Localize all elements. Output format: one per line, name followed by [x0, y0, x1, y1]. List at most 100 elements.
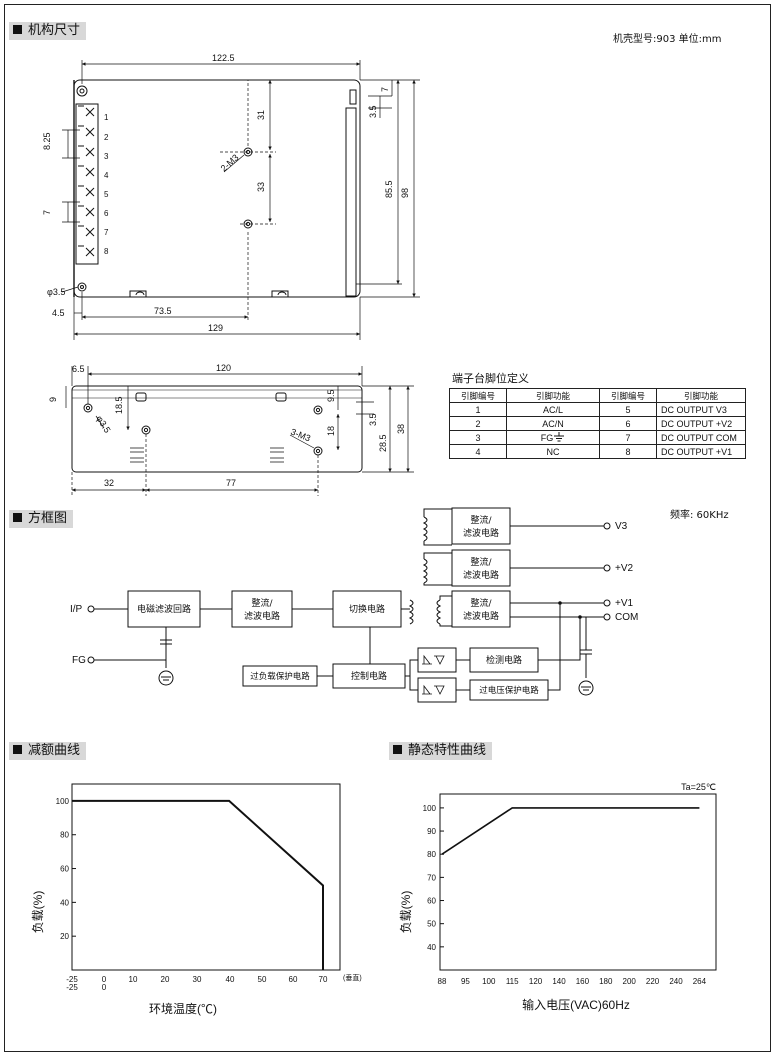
x-tick-label: 160: [576, 977, 590, 986]
dim-3-5-side: 3.5: [368, 413, 378, 426]
section-title-mechanical: 机构尺寸: [9, 22, 87, 40]
derating-plot-area: [71, 783, 341, 971]
x-tick-label: 30: [193, 975, 202, 984]
side-view: [65, 366, 414, 496]
x-tick-label: 140: [552, 977, 566, 986]
x-tick-label: 180: [599, 977, 613, 986]
dim-6-5: 6.5: [72, 364, 85, 374]
label-phi-3-5: φ3.5: [47, 287, 65, 297]
square-bullet-icon: [13, 745, 22, 754]
dim-85-5: 85.5: [384, 180, 394, 198]
dim-98: 98: [400, 188, 410, 198]
label-out-com: COM: [615, 612, 638, 623]
label-out-v2-line1: 整流/: [470, 556, 492, 568]
dim-4-5: 4.5: [52, 308, 65, 318]
x-tick-label: 0: [102, 975, 107, 984]
square-bullet-icon: [13, 25, 22, 34]
section-title-static: 静态特性曲线: [389, 742, 493, 760]
terminal-screws: [78, 105, 95, 257]
square-bullet-icon: [393, 745, 402, 754]
y-tick-label: 50: [427, 920, 436, 929]
label-olp: 过负载保护电路: [250, 671, 310, 682]
dim-129: 129: [208, 323, 223, 333]
pin-table: 引脚编号 引脚功能 引脚编号 引脚功能 1 AC/L 5 DC OUTPUT V…: [449, 388, 746, 459]
y-tick-label: 40: [60, 898, 69, 907]
static-x-label: 输入电压(VAC)60Hz: [522, 997, 630, 1012]
dim-18: 18: [326, 426, 336, 436]
section-title-block-text: 方框图: [28, 511, 68, 526]
table-row: 4 NC 8 DC OUTPUT +V1: [449, 444, 746, 459]
y-tick-label: 60: [60, 865, 69, 874]
section-title-static-text: 静态特性曲线: [408, 743, 487, 758]
label-out-v2: +V2: [615, 563, 634, 574]
x-tick-label: 95: [461, 977, 470, 986]
label-out-v1: +V1: [615, 598, 634, 609]
y-tick-label: 40: [427, 943, 436, 952]
dim-31: 31: [256, 110, 266, 120]
terminal-7: 7: [104, 228, 109, 237]
terminal-2: 2: [104, 133, 109, 142]
y-tick-label: 100: [56, 797, 70, 806]
pin-cell: NC: [506, 444, 600, 459]
x-tick-label: 50: [258, 975, 267, 984]
derating-x-label: 环境温度(℃): [149, 1001, 217, 1016]
dim-28-5: 28.5: [378, 434, 388, 452]
label-rect1-line2: 滤波电路: [244, 610, 280, 622]
frequency-note: 频率: 60KHz: [670, 510, 729, 521]
x-tick-label: 70: [319, 975, 328, 984]
y-tick-label: 80: [427, 850, 436, 859]
pin-cell-fg-text: FG: [540, 433, 554, 443]
x-tick-label: 20: [161, 975, 170, 984]
out-rect-v1-box: [451, 590, 511, 628]
pin-cell: DC OUTPUT +V1: [656, 444, 746, 459]
x-tick-label: 120: [529, 977, 543, 986]
x-tick-label: -25: [66, 975, 78, 984]
x-tick-label: 88: [438, 977, 447, 986]
dim-8-25: 8.25: [42, 132, 52, 150]
x-tick-sub-label: 0: [102, 983, 107, 992]
label-out-v3-line2: 滤波电路: [463, 527, 499, 539]
label-emi: 电磁滤波回路: [137, 603, 191, 615]
terminal-3: 3: [104, 152, 109, 161]
terminal-1: 1: [104, 113, 109, 122]
static-y-label: 负载(%): [399, 891, 413, 934]
page-frame: [4, 4, 771, 1052]
y-tick-label: 80: [60, 831, 69, 840]
dim-9: 9: [48, 397, 58, 402]
label-out-v1-line1: 整流/: [470, 597, 492, 609]
terminal-6: 6: [104, 209, 109, 218]
x-tick-label: 200: [623, 977, 637, 986]
y-tick-label: 70: [427, 873, 436, 882]
dim-32: 32: [104, 478, 114, 488]
block-diagram-labels: I/P FG 电磁滤波回路 整流/ 滤波电路 切换电路 整流/ 滤波电路 整流/…: [70, 514, 638, 696]
section-title-block: 方框图: [9, 510, 74, 528]
ground-icon: [554, 432, 565, 442]
label-switch: 切换电路: [349, 603, 385, 615]
section-title-derating-text: 减额曲线: [28, 743, 81, 758]
derating-line: [72, 799, 324, 970]
dim-3-5: 3.5: [368, 105, 378, 118]
dim-77: 77: [226, 478, 236, 488]
table-row: 2 AC/N 6 DC OUTPUT +V2: [449, 416, 746, 431]
dim-18-5: 18.5: [114, 396, 124, 414]
y-tick-label: 100: [423, 804, 437, 813]
y-tick-label: 60: [427, 897, 436, 906]
label-control: 控制电路: [351, 670, 387, 682]
dim-7-left: 7: [42, 210, 52, 215]
label-ovp: 过电压保护电路: [479, 685, 539, 696]
section-title-derating: 减额曲线: [9, 742, 87, 760]
label-out-v3: V3: [615, 521, 628, 532]
section-title-mechanical-text: 机构尺寸: [28, 23, 81, 38]
dim-122-5: 122.5: [212, 53, 235, 63]
pin-cell: 8: [599, 444, 657, 459]
x-tick-label: 10: [129, 975, 138, 984]
x-tick-label: 264: [693, 977, 707, 986]
dim-7-top: 7: [380, 87, 390, 92]
x-unit-label: (垂直): [343, 973, 362, 982]
static-plot-area: [439, 793, 717, 971]
label-out-v1-line2: 滤波电路: [463, 610, 499, 622]
x-tick-label: 60: [289, 975, 298, 984]
x-tick-label: 220: [646, 977, 660, 986]
x-tick-label: 100: [482, 977, 496, 986]
